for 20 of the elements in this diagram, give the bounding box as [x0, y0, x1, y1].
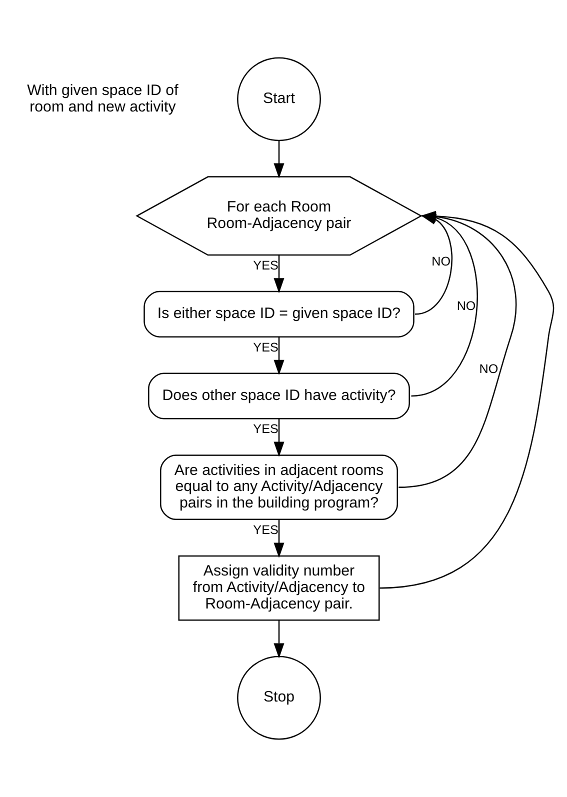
arrow — [274, 140, 284, 178]
node-box: Assign validity number from Activity/Adjacency to Room-Adjacency pair. — [178, 555, 380, 621]
edge-label: YES — [253, 340, 278, 354]
node-box: Does other space ID have activity? — [148, 372, 410, 420]
edge-label: YES — [253, 523, 278, 538]
node-box: Is either space ID = given space ID? — [144, 290, 414, 338]
arrow — [274, 620, 284, 658]
arrow — [274, 418, 284, 457]
arrow — [274, 337, 284, 376]
edge-label: YES — [253, 422, 278, 436]
arrow — [274, 255, 284, 294]
node-box: Are activities in adjacent rooms equal to any Activity/Adjacency pairs in the building program? — [160, 454, 398, 520]
label: With given space ID of room and new activity — [27, 82, 178, 116]
node-circle: Stop — [237, 656, 321, 740]
node-circle: Start — [237, 57, 321, 142]
edge-label: NO — [432, 254, 451, 269]
edge-label: NO — [456, 299, 476, 314]
edge-label: YES — [253, 258, 278, 273]
edge-label: NO — [479, 362, 498, 376]
arrow — [274, 520, 284, 558]
